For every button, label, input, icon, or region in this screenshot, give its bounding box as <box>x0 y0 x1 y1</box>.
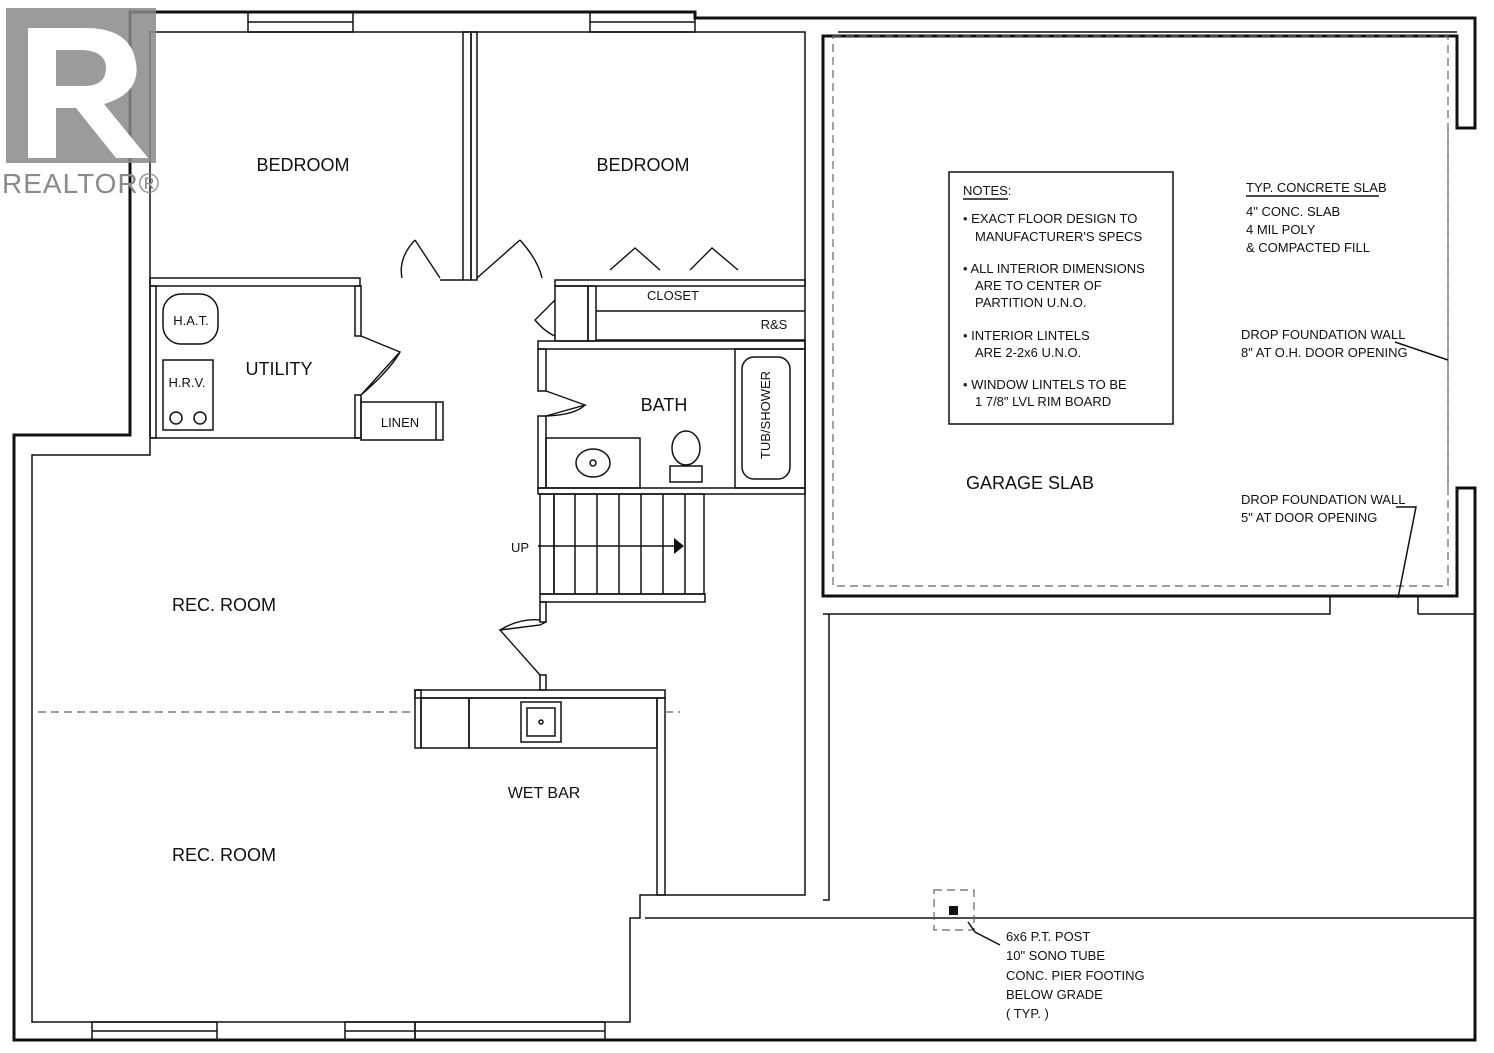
notes-title: NOTES: <box>963 183 1011 198</box>
doors <box>360 239 739 676</box>
foundation-door-line-2: 5" AT DOOR OPENING <box>1241 510 1377 525</box>
foundation-oh-line-1: DROP FOUNDATION WALL <box>1241 327 1405 342</box>
dashed-lines <box>38 35 1449 931</box>
hrv-label: H.R.V. <box>168 375 205 390</box>
stairs-up-label: UP <box>511 540 529 555</box>
interior-walls <box>149 31 806 896</box>
hat-label: H.A.T. <box>173 313 208 328</box>
realtor-logo-icon <box>6 8 156 163</box>
bedroom-left-label: BEDROOM <box>256 155 349 175</box>
slab-line-3: & COMPACTED FILL <box>1246 240 1370 255</box>
linen-label: LINEN <box>381 415 419 430</box>
post-note-line-5: ( TYP. ) <box>1006 1006 1049 1021</box>
rec-room-upper-label: REC. ROOM <box>172 595 276 615</box>
exterior-walls <box>12 10 1477 1042</box>
note-4-line-2: 1 7/8" LVL RIM BOARD <box>975 394 1111 409</box>
foundation-oh-line-2: 8" AT O.H. DOOR OPENING <box>1241 345 1408 360</box>
slab-title: TYP. CONCRETE SLAB <box>1246 180 1387 195</box>
post-marker <box>949 906 958 915</box>
note-4-line-1: • WINDOW LINTELS TO BE <box>963 377 1127 392</box>
post-note-line-1: 6x6 P.T. POST <box>1006 929 1090 944</box>
note-3-line-1: • INTERIOR LINTELS <box>963 328 1090 343</box>
note-3-line-2: ARE 2-2x6 U.N.O. <box>975 345 1081 360</box>
slab-spec: TYP. CONCRETE SLAB 4" CONC. SLAB 4 MIL P… <box>1246 180 1387 255</box>
foundation-door-line-1: DROP FOUNDATION WALL <box>1241 492 1405 507</box>
rs-label: R&S <box>761 317 788 332</box>
note-2-line-2: ARE TO CENTER OF <box>975 278 1102 293</box>
post-note-line-2: 10" SONO TUBE <box>1006 948 1105 963</box>
notes-box: NOTES: • EXACT FLOOR DESIGN TO MANUFACTU… <box>948 171 1174 425</box>
garage-label: GARAGE SLAB <box>966 473 1094 493</box>
bedroom-right-label: BEDROOM <box>596 155 689 175</box>
slab-line-2: 4 MIL POLY <box>1246 222 1316 237</box>
wet-bar-label: WET BAR <box>508 785 581 802</box>
note-2-line-3: PARTITION U.N.O. <box>975 295 1086 310</box>
note-1-line-2: MANUFACTURER'S SPECS <box>975 229 1143 244</box>
utility-label: UTILITY <box>245 359 312 379</box>
post-note-line-3: CONC. PIER FOOTING <box>1006 968 1145 983</box>
bath-label: BATH <box>641 395 688 415</box>
realtor-logo-text: REALTOR® <box>2 168 161 199</box>
note-1-line-1: • EXACT FLOOR DESIGN TO <box>963 211 1137 226</box>
slab-line-1: 4" CONC. SLAB <box>1246 204 1340 219</box>
closet-label: CLOSET <box>647 288 699 303</box>
rec-room-lower-label: REC. ROOM <box>172 845 276 865</box>
post-note-line-4: BELOW GRADE <box>1006 987 1103 1002</box>
windows <box>91 11 696 1041</box>
tub-label: TUB/SHOWER <box>758 371 773 459</box>
note-2-line-1: • ALL INTERIOR DIMENSIONS <box>963 261 1145 276</box>
